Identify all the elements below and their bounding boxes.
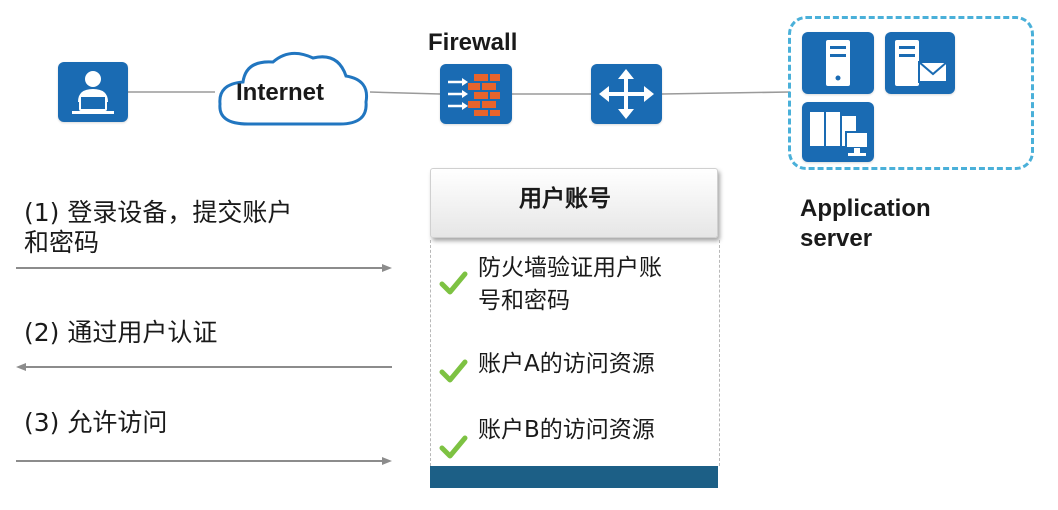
panel-item-1-line-1: 防火墙验证用户账 — [478, 255, 662, 281]
panel-item-3: 账户B的访问资源 — [478, 417, 655, 443]
firewall-icon — [440, 64, 512, 124]
panel-item-1: 防火墙验证用户账 号和密码 — [478, 252, 708, 318]
step-2-arrow — [16, 363, 392, 371]
check-icon — [439, 359, 468, 383]
application-server-group — [788, 16, 1034, 170]
user-account-panel: 用户账号 防火墙验证用户账 号和密码 账户A的访问资源 账户B的访问资源 — [430, 168, 720, 488]
server-icon — [802, 32, 874, 94]
panel-footer-bar — [430, 466, 718, 488]
check-icon — [439, 435, 468, 459]
application-server-label: Application server — [800, 195, 931, 252]
step-1-line-1: (1) 登录设备，提交账户 — [24, 198, 293, 227]
link-router-servers — [661, 91, 791, 95]
panel-item-1-line-2: 号和密码 — [478, 288, 570, 314]
server-cluster-icon — [802, 102, 874, 162]
step-1-arrow — [16, 264, 392, 272]
panel-header: 用户账号 — [430, 168, 718, 238]
step-2-label: (2) 通过用户认证 — [24, 318, 218, 347]
step-3-label: (3) 允许访问 — [24, 408, 168, 437]
step-1-line-2: 和密码 — [24, 228, 100, 257]
check-icon — [439, 271, 468, 295]
panel-item-2: 账户A的访问资源 — [478, 351, 655, 377]
user-terminal-icon — [58, 62, 128, 122]
link-internet-firewall — [369, 91, 441, 95]
panel-title: 用户账号 — [519, 186, 611, 212]
step-1-label: (1) 登录设备，提交账户 和密码 — [24, 198, 384, 258]
internet-cloud-icon — [218, 51, 369, 126]
step-3-arrow — [16, 457, 392, 465]
router-icon — [591, 64, 662, 124]
panel-body — [430, 240, 720, 466]
firewall-label: Firewall — [428, 29, 518, 56]
mail-server-icon — [885, 32, 955, 94]
internet-label: Internet — [236, 79, 325, 106]
